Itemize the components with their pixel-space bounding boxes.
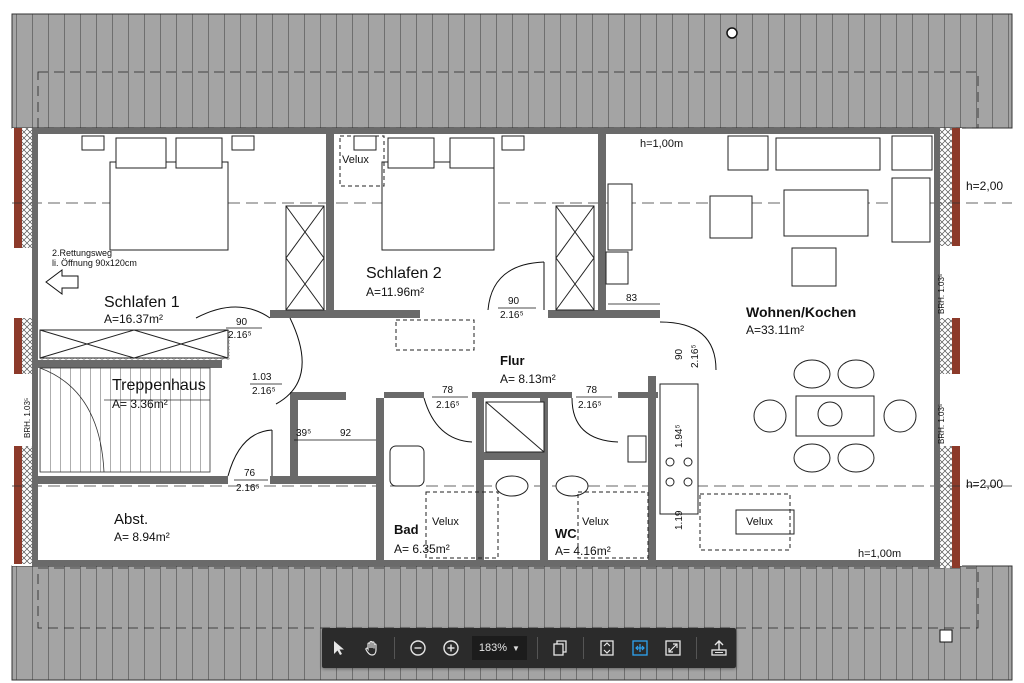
room-name-schlafen1: Schlafen 1 [104,294,180,311]
door-wohnen [659,321,717,371]
roof-hatch-icon [939,629,953,643]
roof-vent-icon [726,27,738,39]
fullscreen-icon[interactable] [658,632,689,664]
roof-top [11,13,1013,129]
dim: 2.16⁵ [236,483,260,494]
room-name-bad: Bad [394,522,419,537]
note-rettungsweg: 2.Rettungsweg [52,248,112,258]
brh-label-right-1: BRH. 1.03⁵ [937,274,946,314]
window-left-3 [14,446,22,564]
door-bad [423,397,473,443]
door-schlafen2 [487,261,545,311]
room-area-treppenhaus: A= 3.36m² [112,397,168,411]
dim: 78 [442,385,454,396]
door-wc [571,397,619,443]
velux-label-3: Velux [582,516,609,528]
dim: 90 [674,348,685,360]
room-name-flur: Flur [500,353,525,368]
zoom-in-icon[interactable] [436,632,467,664]
room-area-abst: A= 8.94m² [114,530,170,544]
dim: 39⁵ [296,428,311,439]
room-name-wohnen: Wohnen/Kochen [746,304,856,320]
viewer-toolbar: 183% ▼ [322,628,736,668]
dim: 78 [586,385,598,396]
brh-label-right-2: BRH. 1.03⁵ [937,404,946,444]
room-name-wc: WC [555,526,577,541]
dim: 90 [236,317,248,328]
velux-label-4: Velux [746,516,773,528]
fit-width-icon[interactable] [624,632,655,664]
chevron-down-icon: ▼ [511,643,520,653]
door-abst [227,429,273,477]
zoom-level-value: 183% [478,642,508,654]
dim: 1.03 [252,372,272,383]
pages-icon[interactable] [545,632,576,664]
wardrobe-1 [285,205,325,311]
window-left-2 [14,318,22,374]
dim: 2.16⁵ [578,400,602,411]
select-arrow-icon[interactable] [323,632,354,664]
bad-sink [389,445,425,487]
dim: 2.16⁵ [500,310,524,321]
wardrobe-2 [555,205,595,311]
living-furniture [605,135,933,535]
room-name-treppenhaus: Treppenhaus [112,377,206,394]
wc-toilet [555,475,589,497]
room-area-schlafen1: A=16.37m² [104,312,163,326]
window-left-1 [14,128,22,248]
bed-schlafen2 [353,135,525,251]
download-icon[interactable] [704,632,735,664]
height-label-right-1: h=2,00 [966,179,1003,193]
room-area-bad: A= 6.35m² [394,542,450,556]
brh-label-left: BRH. 1.03⁵ [23,398,32,438]
velux-label-1: Velux [342,154,369,166]
toolbar-divider [536,637,538,659]
dim: 2.16⁵ [690,344,701,368]
toolbar-divider [695,637,697,659]
hand-pan-icon[interactable] [356,632,387,664]
dim: 92 [340,428,352,439]
toolbar-divider [583,637,585,659]
walls [32,128,940,566]
room-area-schlafen2: A=11.96m² [366,285,424,299]
zoom-level-select[interactable]: 183% ▼ [471,636,527,660]
dim: 1.19 [674,510,685,530]
velux-label-2: Velux [432,516,459,528]
room-area-wohnen: A=33.11m² [746,323,804,337]
toolbar-divider [394,637,396,659]
height-label-bottom: h=1,00m [858,548,901,560]
dim: 83 [626,293,638,304]
dim: 2.16⁵ [436,400,460,411]
dim: 2.16⁵ [228,330,252,341]
bad-toilet [495,475,529,497]
height-label-right-2: h=2,00 [966,477,1003,491]
dim: 90 [508,296,520,307]
dim: 1.94⁵ [674,424,685,448]
room-area-flur: A= 8.13m² [500,372,556,386]
note-oeffnung: li. Öffnung 90x120cm [52,258,137,268]
bed-schlafen1 [81,135,255,251]
window-right-1 [952,128,960,246]
dimensions: 90 2.16⁵ 90 2.16⁵ 1.03 2.16⁵ 78 2.16⁵ 78… [226,293,701,530]
height-label-top: h=1,00m [640,138,683,150]
room-name-schlafen2: Schlafen 2 [366,265,442,282]
dim: 2.16⁵ [252,386,276,397]
door-treppe [275,317,303,405]
window-right-3 [952,446,960,568]
room-name-abst: Abst. [114,511,148,528]
window-right-2 [952,318,960,374]
zoom-out-icon[interactable] [402,632,433,664]
dim: 76 [244,468,256,479]
fit-page-icon[interactable] [591,632,622,664]
room-area-wc: A= 4.16m² [555,544,611,558]
escape-arrow-icon [45,269,79,295]
door-schlafen1 [195,306,271,319]
